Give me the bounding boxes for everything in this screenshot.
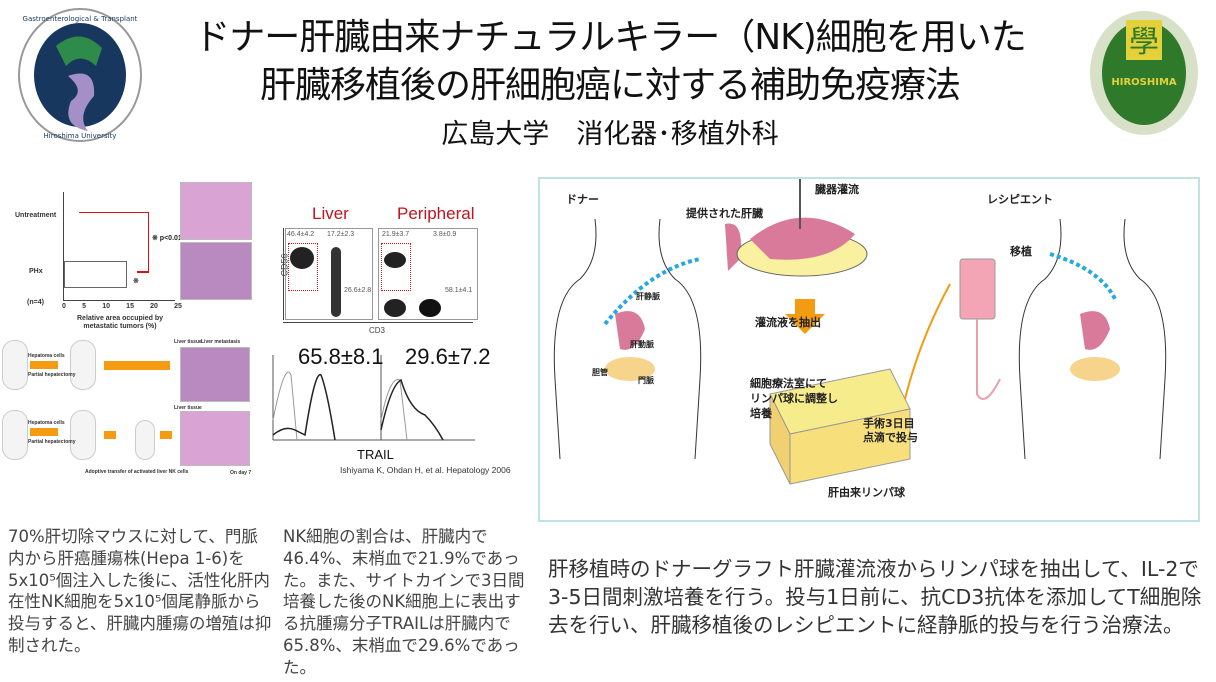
treatment-illustration: ドナー レシピエント 提供された肝臓 臓器灌流 肝静脈 肝動脈 胆管 門脈 灌流…: [538, 177, 1200, 522]
hepatoma-label: Hepatoma cells: [28, 353, 65, 359]
liver-title: Liver: [312, 204, 349, 223]
marker: ※: [133, 278, 139, 285]
peripheral-value-t: 58.1±4.1: [445, 287, 473, 294]
hepatic-artery-label: 肝動脈: [630, 340, 654, 349]
histology-treated: [180, 411, 250, 466]
arrow-icon: [104, 361, 170, 370]
mouse-icon: [135, 420, 155, 460]
arrow-icon: [30, 428, 58, 436]
arrow-icon: [30, 361, 58, 369]
x-axis-label: TRAIL: [357, 447, 394, 462]
x-tick: 25: [174, 303, 182, 310]
significance-label: ※ p<0.01: [152, 235, 182, 242]
provided-liver-label: 提供された肝臓: [686, 207, 763, 220]
title-line-2: 肝臓移植後の肝細胞癌に対する補助免疫療法: [259, 65, 961, 106]
significance-bracket: [79, 212, 149, 272]
x-tick: 10: [102, 303, 110, 310]
peripheral-title: Peripheral: [397, 204, 475, 223]
page-title: ドナー肝臓由来ナチュラルキラー（NK)細胞を用いた 肝臓移植後の肝細胞癌に対する…: [170, 14, 1050, 110]
peripheral-value-nkt: 3.8±0.9: [433, 231, 457, 238]
histology-untreatment: [180, 182, 252, 240]
x-tick: 15: [126, 303, 134, 310]
svg-text:Hiroshima University: Hiroshima University: [44, 132, 117, 140]
culture-line1: 細胞療法室にて: [750, 377, 827, 390]
x-axis-label: CD3: [369, 326, 386, 335]
organ-perfusion-label: 臓器灌流: [815, 183, 859, 196]
mouse-icon: [70, 410, 96, 460]
phx-bar: [64, 261, 127, 288]
hepatic-vein-label: 肝静脈: [636, 292, 660, 301]
mouse-icon: [70, 340, 96, 390]
histology-metastasis: [180, 347, 250, 402]
histogram-curves: [272, 355, 475, 441]
flow-cytometry-plots: Liver Peripheral CD56 46.4±4.2 17.2±2.3 …: [265, 200, 535, 340]
flow-plot-peripheral: [378, 228, 478, 320]
liver-value-nkt: 17.2±2.3: [327, 231, 355, 238]
culture-line3: 培養: [750, 407, 772, 420]
illustration-graphics: [553, 179, 1167, 485]
liver-value-t: 26.6±2.8: [344, 287, 372, 294]
svg-text:Gastroenterological & Transpla: Gastroenterological & Transplant: [23, 15, 138, 23]
liver-trail-value: 65.8±8.1: [298, 344, 384, 369]
peripheral-value-nk: 21.9±3.7: [382, 231, 410, 238]
liver-tissue-label: Liver tissue: [174, 405, 202, 411]
arrow-icon: [160, 431, 172, 439]
culture-label: 細胞療法室にて リンパ球に調整し 培養: [750, 376, 838, 421]
liver-tissue-label: Liver tissue: [174, 339, 202, 345]
gts-logo: Gastroenterological & Transplant Hiroshi…: [16, 6, 144, 144]
x-tick: 5: [82, 303, 86, 310]
culture-line2: リンパ球に調整し: [750, 392, 838, 405]
admin-line1: 手術3日目: [863, 417, 915, 430]
bile-duct-label: 胆管: [592, 368, 608, 377]
title-line-1: ドナー肝臓由来ナチュラルキラー（NK)細胞を用いた: [194, 17, 1027, 58]
mouse-model-diagram: Hepatoma cells Partial hepatectomy Hepat…: [0, 335, 260, 485]
portal-vein-label: 門脈: [638, 376, 654, 385]
adoptive-transfer-label: Adoptive transfer of activated liver NK …: [85, 469, 189, 475]
citation: Ishiyama K, Ohdan H, et al. Hepatology 2…: [340, 465, 511, 475]
tumor-area-bar-chart: Untreatment PHx (n=4) ※ p<0.01 ※ 0 5 10 …: [0, 182, 190, 332]
histology-phx: [180, 242, 252, 300]
x-axis-label: Relative area occupied by metastatic tum…: [70, 315, 170, 331]
x-axis-label-line2: metastatic tumors (%): [83, 323, 157, 330]
donor-label: ドナー: [566, 193, 599, 206]
hepatectomy-label: Partial hepatectomy: [28, 439, 76, 445]
liver-value-nk: 46.4±4.2: [287, 231, 315, 238]
description-mouse-model: 70%肝切除マウスに対して、門脈内から肝癌腫瘍株(Hepa 1-6)を5x10⁵…: [8, 527, 272, 655]
arrow-icon: [104, 431, 116, 439]
x-tick: 20: [150, 303, 158, 310]
hepatectomy-label: Partial hepatectomy: [28, 372, 76, 378]
mouse-icon: [2, 410, 28, 460]
lymphocytes-label: 肝由来リンパ球: [828, 486, 905, 499]
x-axis-label-line1: Relative area occupied by: [77, 315, 163, 322]
extract-label: 灌流液を抽出: [755, 316, 821, 329]
description-therapy: 肝移植時のドナーグラフト肝臓灌流液からリンパ球を抽出して、IL-2で3-5日間刺…: [548, 557, 1202, 637]
flow-plot-liver: [285, 228, 373, 320]
affiliation: 広島大学 消化器･移植外科: [441, 119, 779, 150]
svg-text:HIROSHIMA: HIROSHIMA: [1111, 77, 1177, 88]
x-tick: 0: [62, 303, 66, 310]
x-ticks: 0 5 10 15 20 25: [62, 303, 182, 310]
row-label-untreatment: Untreatment: [15, 212, 57, 219]
admin-line2: 点滴で投与: [863, 431, 918, 444]
description-nk-ratio: NK細胞の割合は、肝臓内で46.4%、末梢血で21.9%であった。また、サイトカ…: [283, 527, 525, 677]
row-label-phx: PHx: [29, 268, 43, 275]
hepatoma-label: Hepatoma cells: [28, 420, 65, 426]
hiroshima-university-logo: 學 HIROSHIMA: [1088, 8, 1200, 138]
n-label: (n=4): [27, 299, 44, 306]
recipient-label: レシピエント: [987, 193, 1053, 206]
day-label: On day 7: [230, 470, 252, 476]
peripheral-trail-value: 29.6±7.2: [405, 344, 491, 369]
mouse-icon: [2, 340, 28, 390]
administration-label: 手術3日目 点滴で投与: [863, 417, 918, 445]
liver-metastasis-label: Liver metastasis: [201, 339, 241, 345]
trail-histograms: 65.8±8.1 29.6±7.2 TRAIL Ishiyama K, Ohda…: [265, 344, 540, 485]
transplant-label: 移植: [1010, 245, 1032, 258]
svg-text:學: 學: [1129, 25, 1159, 60]
